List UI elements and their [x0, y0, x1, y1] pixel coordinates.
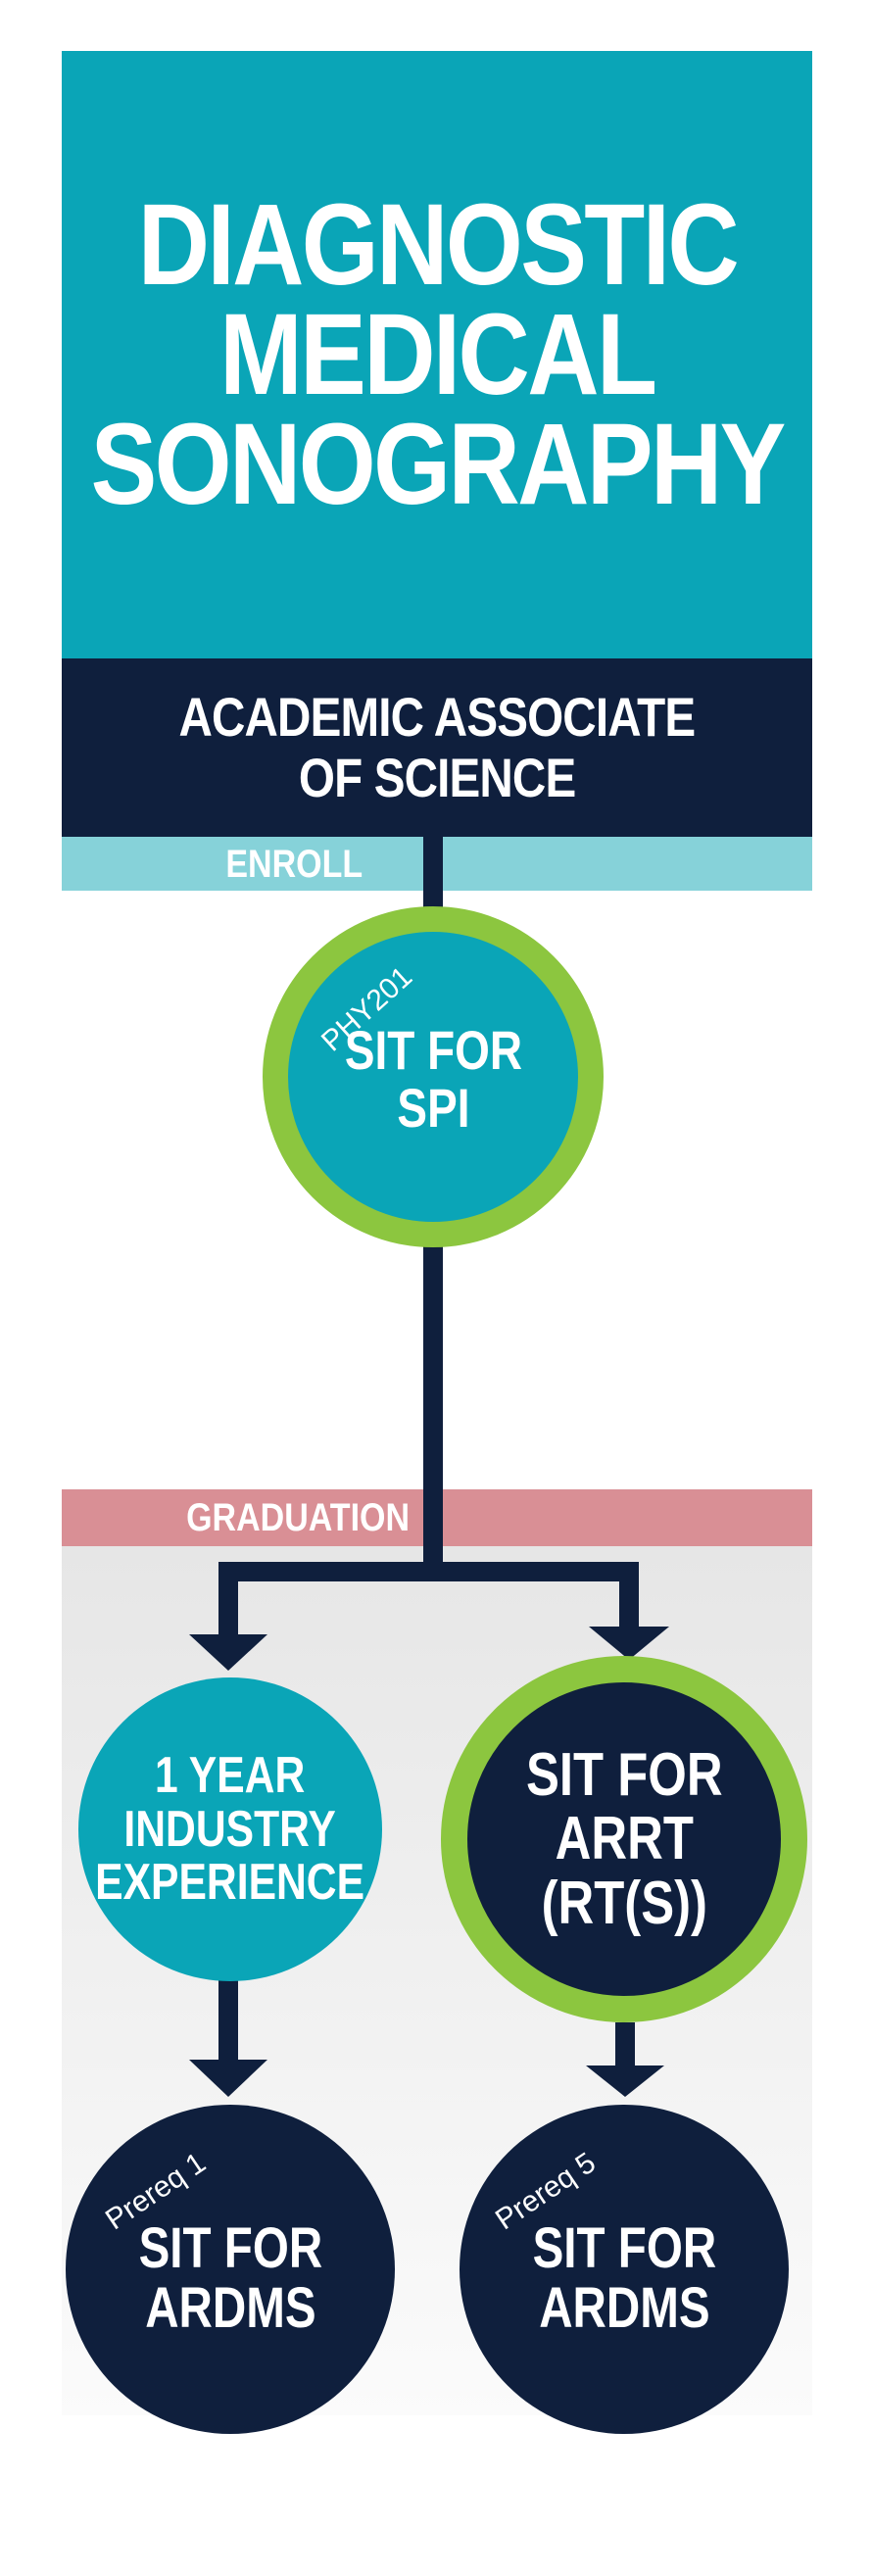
graduation-label: GRADUATION: [186, 1496, 411, 1539]
title-line: MEDICAL: [218, 289, 657, 419]
arrow-head-experience: [189, 1634, 267, 1671]
node-industry-experience: 1 YEAR INDUSTRY EXPERIENCE: [78, 1677, 382, 1981]
degree-line: OF SCIENCE: [298, 747, 576, 808]
arrow-head-arrt: [589, 1627, 669, 1660]
arrow-head-ardms-right: [586, 2066, 664, 2097]
node-sit-for-ardms-right: SIT FOR ARDMS: [460, 2105, 789, 2434]
degree-block: ACADEMIC ASSOCIATE OF SCIENCE: [62, 658, 812, 837]
page-title: DIAGNOSTIC MEDICAL SONOGRAPHY: [34, 179, 840, 530]
node-label: SIT FOR ARDMS: [138, 2216, 322, 2340]
title-line: DIAGNOSTIC: [137, 179, 739, 310]
node-sit-for-ardms-left: SIT FOR ARDMS: [66, 2105, 395, 2434]
degree-line: ACADEMIC ASSOCIATE: [178, 686, 697, 749]
arrow-head-ardms-left: [189, 2060, 267, 2097]
title-block: DIAGNOSTIC MEDICAL SONOGRAPHY: [62, 51, 812, 658]
node-sit-for-arrt: SIT FOR ARRT (RT(S)): [441, 1656, 807, 2022]
node-label: SIT FOR ARRT (RT(S)): [525, 1741, 723, 1937]
title-line: SONOGRAPHY: [90, 400, 786, 530]
node-label: SIT FOR ARDMS: [532, 2216, 716, 2340]
enroll-label: ENROLL: [225, 843, 363, 886]
node-sit-for-spi: SIT FOR SPI: [263, 906, 604, 1247]
connector-split: [218, 1562, 639, 1636]
node-label: SIT FOR SPI: [344, 1019, 522, 1139]
degree-title: ACADEMIC ASSOCIATE OF SCIENCE: [133, 687, 741, 807]
node-label: 1 YEAR INDUSTRY EXPERIENCE: [95, 1747, 365, 1912]
